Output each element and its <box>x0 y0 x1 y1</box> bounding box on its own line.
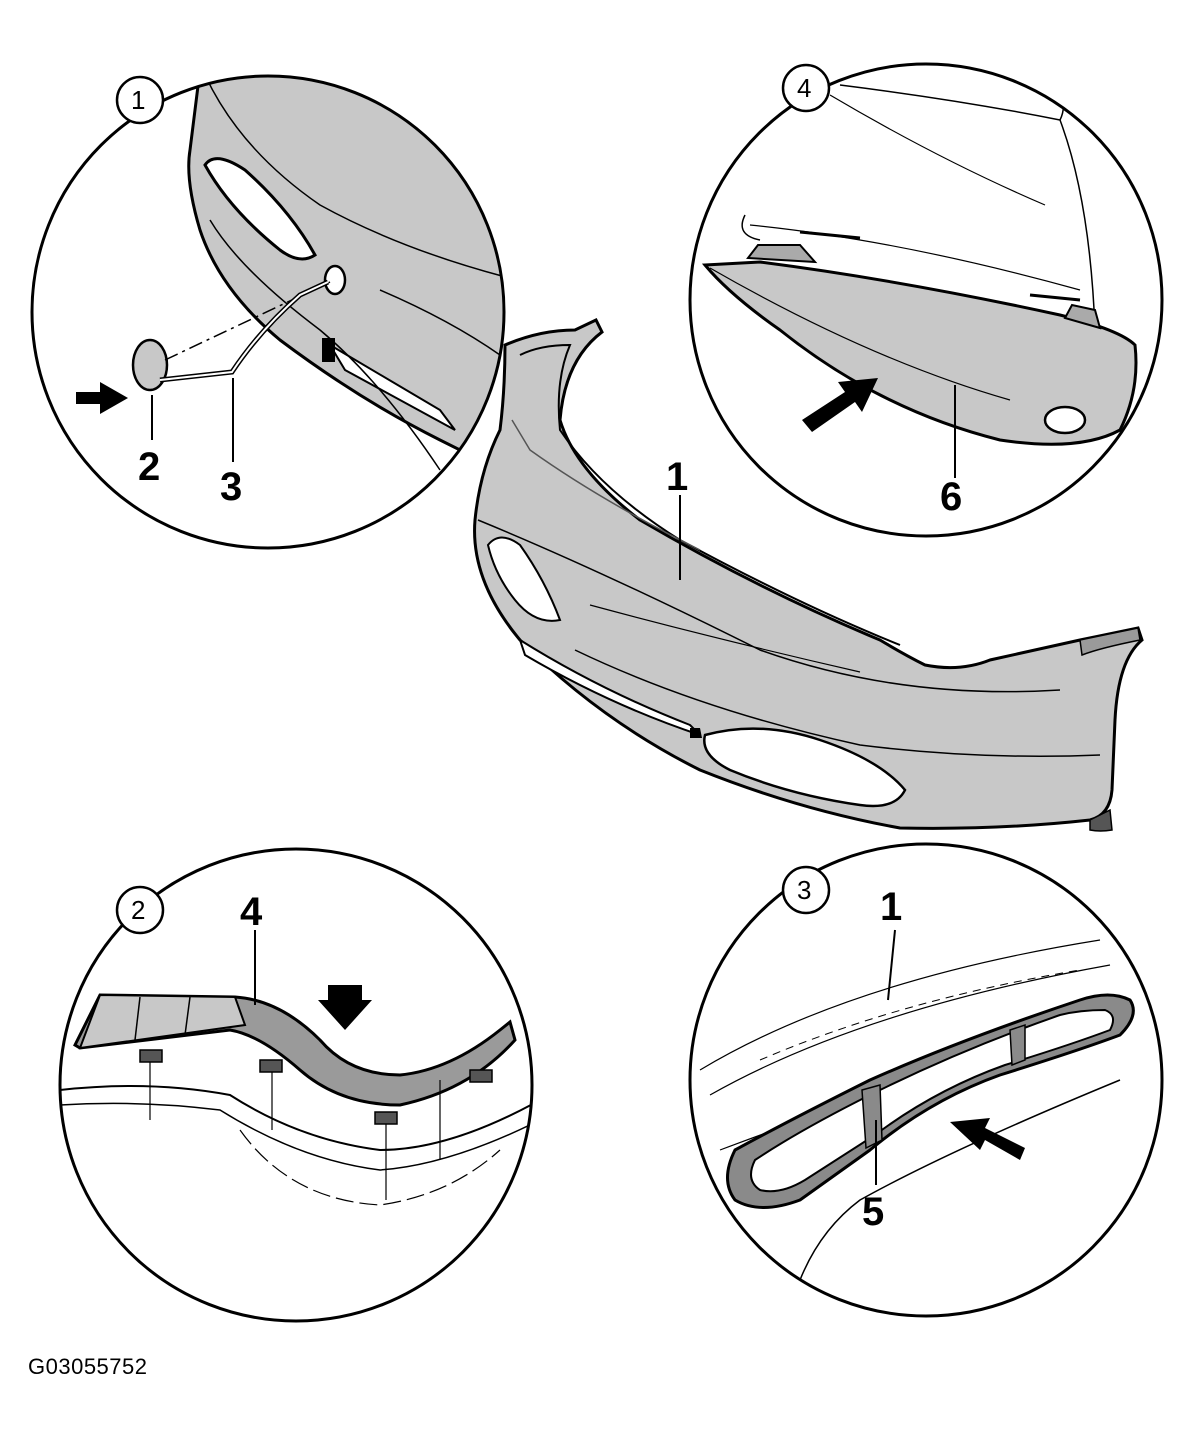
callout-6-trim: 6 <box>940 475 962 519</box>
detail-view-2 <box>58 847 534 1323</box>
detail-view-3 <box>688 842 1164 1318</box>
push-down-arrow-icon <box>318 985 372 1030</box>
callout-4-strip: 4 <box>240 890 263 934</box>
push-arrow-icon <box>802 378 878 432</box>
figure-code: G03055752 <box>28 1354 148 1379</box>
callout-1-main: 1 <box>666 455 688 499</box>
detail-view-4 <box>688 62 1164 538</box>
callout-5-grille: 5 <box>862 1190 884 1234</box>
front-bumper-cover <box>473 318 1144 832</box>
push-arrow-icon <box>76 382 128 414</box>
detail-circle-3-label: 3 <box>797 875 811 905</box>
callout-2-cap: 2 <box>138 445 160 489</box>
callout-1-detail: 1 <box>880 885 902 929</box>
detail-circle-2-label: 2 <box>131 895 145 925</box>
push-arrow-icon <box>950 1118 1025 1160</box>
detail-circle-1-label: 1 <box>131 85 145 115</box>
callout-3-strap: 3 <box>220 465 242 509</box>
detail-circle-4-label: 4 <box>797 73 811 103</box>
detail-view-1 <box>30 74 506 550</box>
